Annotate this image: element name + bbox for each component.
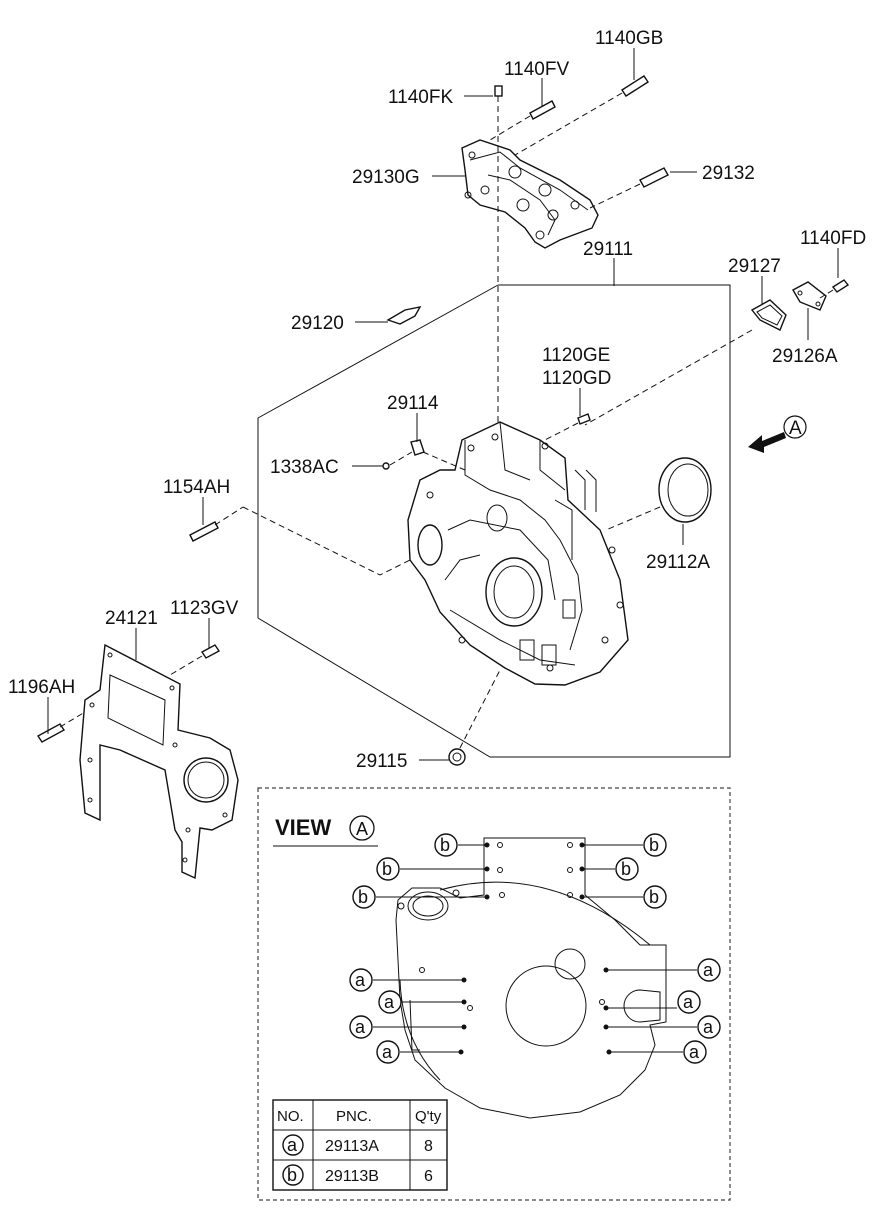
callout-a-3: a xyxy=(355,1017,366,1037)
callouts-a: a a a a a a a a xyxy=(349,958,721,1064)
view-title: VIEW xyxy=(275,815,331,840)
callout-a-7: a xyxy=(703,1017,714,1037)
bolt-29132 xyxy=(589,167,669,209)
table-header-pnc: PNC. xyxy=(336,1108,372,1125)
callouts-b: b b b b b b xyxy=(352,833,667,909)
label-29126A: 29126A xyxy=(772,346,838,367)
plug-29115 xyxy=(448,669,501,766)
table-row-a-no: a xyxy=(287,1135,298,1155)
view-a-detail-box xyxy=(257,787,731,1201)
part-29120 xyxy=(386,306,422,325)
label-1140GB: 1140GB xyxy=(595,28,663,49)
label-1140FD: 1140FD xyxy=(800,228,866,249)
label-29130G: 29130G xyxy=(352,167,420,188)
bolt-1140FV xyxy=(489,100,556,141)
bolt-1123GV xyxy=(169,644,221,676)
label-1140FV: 1140FV xyxy=(504,59,569,80)
label-1196AH: 1196AH xyxy=(8,677,75,698)
view-arrow-label: A xyxy=(789,418,802,439)
label-29132: 29132 xyxy=(702,163,755,184)
callout-a-4: a xyxy=(382,1042,393,1062)
part-1338AC xyxy=(382,451,413,470)
bolt-1140FK xyxy=(494,85,503,430)
label-1120GE: 1120GE xyxy=(542,345,610,366)
callout-a-2: a xyxy=(384,992,395,1012)
label-29115: 29115 xyxy=(356,751,407,772)
label-1140FK: 1140FK xyxy=(388,87,453,108)
callout-a-1: a xyxy=(355,970,366,990)
oil-seal xyxy=(605,457,712,531)
label-1123GV: 1123GV xyxy=(170,598,239,619)
bolt-1140GB xyxy=(514,75,649,156)
callout-b-4: b xyxy=(649,835,659,855)
part-labels: 1140GB 1140FV 1140FK 29130G 29132 29111 … xyxy=(8,28,866,772)
callout-b-5: b xyxy=(621,859,631,879)
bolt-1196AH xyxy=(36,711,86,743)
group-outline-29111 xyxy=(257,284,731,758)
label-29120: 29120 xyxy=(291,313,344,334)
pnc-table: NO. PNC. Q'ty a 29113A 8 b 29113B 6 xyxy=(272,1099,448,1191)
label-1338AC: 1338AC xyxy=(270,457,339,478)
label-29111: 29111 xyxy=(583,239,633,260)
engine-mounting-bracket xyxy=(461,139,599,249)
table-row-a-pnc: 29113A xyxy=(325,1138,379,1155)
gasket-plate-24121 xyxy=(79,643,239,880)
leader-lines xyxy=(47,48,839,761)
callout-b-3: b xyxy=(358,887,368,907)
table-header-no: NO. xyxy=(277,1108,304,1125)
callout-b-6: b xyxy=(649,887,659,907)
view-direction-arrow: A xyxy=(748,415,807,453)
table-row-b-no: b xyxy=(287,1165,297,1185)
callout-leaders xyxy=(373,844,697,1053)
stud-1154AH xyxy=(189,506,411,576)
callout-a-5: a xyxy=(703,960,714,980)
table-row-a-qty: 8 xyxy=(424,1138,433,1155)
cover-plate-29126A xyxy=(792,281,827,311)
view-marker-circle xyxy=(349,815,375,841)
callout-a-6: a xyxy=(683,992,694,1012)
callout-b-2: b xyxy=(382,859,392,879)
view-marker: A xyxy=(356,819,368,839)
view-a-title: VIEW A xyxy=(273,815,378,847)
bolt-1140FD xyxy=(819,279,850,299)
table-header-qty: Q'ty xyxy=(415,1108,442,1125)
label-24121: 24121 xyxy=(105,608,158,629)
cover-dash-line xyxy=(584,329,753,426)
housing-back-view xyxy=(395,837,667,1119)
callout-a-8: a xyxy=(689,1042,700,1062)
callout-b-1: b xyxy=(440,835,450,855)
label-29112A: 29112A xyxy=(646,552,710,573)
label-29127: 29127 xyxy=(728,256,781,277)
table-row-b-pnc: 29113B xyxy=(325,1168,379,1185)
bolt-1120GE xyxy=(544,413,591,441)
flywheel-housing xyxy=(407,421,629,686)
table-row-b-qty: 6 xyxy=(424,1168,433,1185)
label-1154AH: 1154AH xyxy=(163,477,230,498)
cover-gasket-29127 xyxy=(750,299,787,331)
label-1120GD: 1120GD xyxy=(542,368,611,389)
label-29114: 29114 xyxy=(387,393,439,414)
